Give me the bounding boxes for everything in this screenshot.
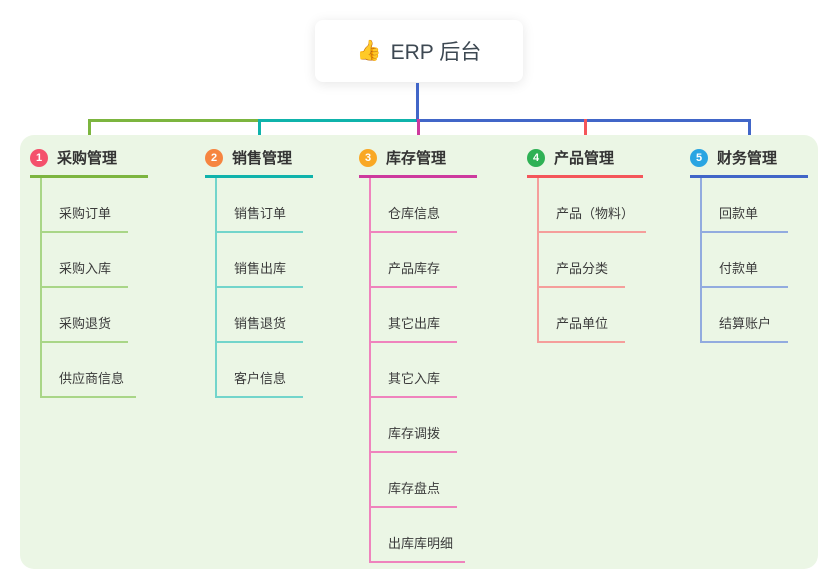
child-row: 销售订单 [217,178,313,233]
root-node-erp[interactable]: 👍 ERP 后台 [315,20,523,82]
branch-children: 产品（物料） 产品分类产品单位 [537,178,647,343]
branch-bus-line [87,119,419,122]
child-node[interactable]: 产品库存 [371,258,457,288]
child-row: 出库库明细 [371,508,477,563]
branch-drop-line [747,119,751,146]
child-node[interactable]: 采购订单 [42,203,128,233]
branch-node[interactable]: 4 产品管理 [527,147,643,178]
child-node[interactable]: 采购退货 [42,313,128,343]
branch-财务管理: 5 财务管理回款单付款单结算账户 [690,147,808,343]
child-node[interactable]: 其它出库 [371,313,457,343]
child-row: 销售退货 [217,288,313,343]
child-row: 产品（物料） [539,178,647,233]
child-row: 采购退货 [42,288,148,343]
priority-badge-icon: 1 [30,148,48,167]
child-row: 回款单 [702,178,808,233]
child-node[interactable]: 产品分类 [539,258,625,288]
branch-销售管理: 2 销售管理销售订单销售出库销售退货客户信息 [205,147,313,398]
branch-node[interactable]: 3 库存管理 [359,147,477,178]
child-row: 其它入库 [371,343,477,398]
child-row: 销售出库 [217,233,313,288]
child-row: 库存盘点 [371,453,477,508]
priority-badge-icon: 5 [690,148,708,167]
mindmap-panel [20,135,818,569]
child-node[interactable]: 产品单位 [539,313,625,343]
child-row: 结算账户 [702,288,808,343]
child-node[interactable]: 回款单 [702,203,788,233]
child-node[interactable]: 采购入库 [42,258,128,288]
child-node[interactable]: 结算账户 [702,313,788,343]
priority-badge-icon: 3 [359,148,377,167]
child-row: 产品单位 [539,288,643,343]
child-node[interactable]: 仓库信息 [371,203,457,233]
branch-label: 财务管理 [717,150,778,167]
branch-children: 回款单付款单结算账户 [700,178,808,343]
child-row: 采购订单 [42,178,148,233]
child-node[interactable]: 出库库明细 [371,533,466,563]
child-node[interactable]: 库存调拨 [371,423,457,453]
branch-label: 库存管理 [386,150,447,167]
branch-产品管理: 4 产品管理产品（物料） 产品分类产品单位 [527,147,647,343]
child-row: 其它出库 [371,288,477,343]
branch-label: 产品管理 [554,150,615,167]
branch-drop-line [583,119,587,146]
child-row: 采购入库 [42,233,148,288]
branch-drop-line [87,119,91,146]
child-node[interactable]: 付款单 [702,258,788,288]
child-row: 客户信息 [217,343,313,398]
child-row: 产品库存 [371,233,477,288]
child-row: 付款单 [702,233,808,288]
branch-bus-line [416,119,751,122]
branch-children: 销售订单销售出库销售退货客户信息 [215,178,313,398]
branch-node[interactable]: 5 财务管理 [690,147,808,178]
root-stem-line [416,83,419,122]
branch-drop-line [257,119,261,146]
branch-label: 销售管理 [232,150,293,167]
branch-node[interactable]: 1 采购管理 [30,147,148,178]
branch-label: 采购管理 [57,150,118,167]
priority-badge-icon: 2 [205,148,223,167]
child-row: 产品分类 [539,233,643,288]
child-row: 供应商信息 [42,343,148,398]
branch-node[interactable]: 2 销售管理 [205,147,313,178]
child-node[interactable]: 库存盘点 [371,478,457,508]
child-node[interactable]: 销售出库 [217,258,303,288]
branch-children: 仓库信息产品库存其它出库其它入库库存调拨库存盘点出库库明细 [369,178,477,563]
branch-drop-line [416,119,420,146]
child-node[interactable]: 产品（物料） [539,203,647,233]
thumbs-up-icon: 👍 [356,40,382,62]
child-node[interactable]: 其它入库 [371,368,457,398]
branch-采购管理: 1 采购管理采购订单采购入库采购退货供应商信息 [30,147,148,398]
root-node-label: ERP 后台 [390,41,482,64]
branch-库存管理: 3 库存管理仓库信息产品库存其它出库其它入库库存调拨库存盘点出库库明细 [359,147,477,563]
child-node[interactable]: 客户信息 [217,368,303,398]
child-node[interactable]: 销售退货 [217,313,303,343]
child-row: 仓库信息 [371,178,477,233]
child-row: 库存调拨 [371,398,477,453]
branch-bus-line [257,119,419,122]
child-node[interactable]: 供应商信息 [42,368,137,398]
priority-badge-icon: 4 [527,148,545,167]
child-node[interactable]: 销售订单 [217,203,303,233]
branch-children: 采购订单采购入库采购退货供应商信息 [40,178,148,398]
